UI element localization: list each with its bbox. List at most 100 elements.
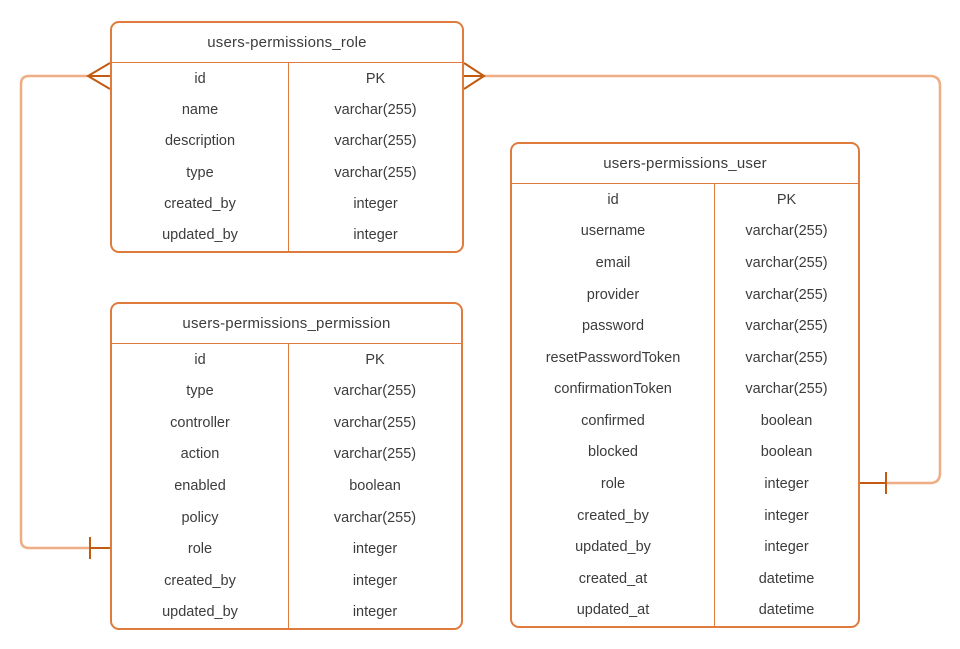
field-type-cell: varchar(255): [745, 381, 828, 398]
field-type-cell: varchar(255): [745, 254, 828, 271]
field-type-cell: varchar(255): [333, 509, 417, 526]
field-name-cell: created_at: [512, 562, 715, 595]
cardinality-one-icon: [89, 537, 111, 559]
field-type-cell: varchar(255): [334, 101, 417, 118]
field-name-cell: policy: [112, 501, 289, 534]
field-name-cell: confirmed: [512, 405, 715, 437]
table-row: confirmationToken varchar(255): [512, 373, 858, 406]
table-row: updated_by integer: [112, 596, 461, 629]
table-row: resetPasswordToken varchar(255): [512, 341, 858, 374]
field-type-cell: integer: [352, 572, 398, 589]
field-name-cell: updated_by: [112, 596, 289, 629]
field-type-cell: boolean: [760, 412, 813, 429]
field-name-cell: role: [112, 533, 289, 565]
field-type-cell: varchar(255): [334, 164, 417, 181]
field-name-cell: created_by: [112, 564, 289, 597]
field-name-cell: id: [112, 344, 289, 376]
field-type-cell: datetime: [758, 602, 815, 619]
field-name-cell: created_by: [112, 188, 289, 220]
connector-line: [19, 74, 90, 550]
table-users-permissions-permission[interactable]: users-permissions_permission id PK type var…: [110, 302, 463, 630]
table-row: created_at datetime: [512, 562, 858, 595]
field-type-cell: integer: [764, 539, 809, 556]
table-row: type varchar(255): [112, 375, 461, 408]
table-users-permissions-role[interactable]: users-permissions_role id PK name varchar(2…: [110, 21, 464, 253]
field-name-cell: username: [512, 215, 715, 248]
connector-line: [484, 74, 942, 485]
table-row: role integer: [112, 533, 461, 565]
field-name-cell: confirmationToken: [512, 373, 715, 406]
table-row: provider varchar(255): [512, 278, 858, 311]
table-row: name varchar(255): [112, 94, 462, 126]
table-row: created_by integer: [112, 564, 461, 597]
table-title: users-permissions_role: [112, 23, 462, 63]
relationship-role-permission[interactable]: [19, 62, 111, 559]
table-row: type varchar(255): [112, 156, 462, 189]
field-type-cell: boolean: [349, 478, 401, 495]
field-name-cell: role: [512, 468, 715, 500]
table-title: users-permissions_permission: [112, 304, 461, 344]
table-row: id PK: [112, 344, 461, 376]
field-type-cell: PK: [365, 351, 385, 368]
field-type-cell: integer: [352, 541, 398, 558]
field-type-cell: varchar(255): [745, 223, 828, 240]
field-name-cell: password: [512, 310, 715, 342]
table-row: id PK: [112, 63, 462, 95]
field-name-cell: email: [512, 247, 715, 279]
field-name-cell: updated_at: [512, 594, 715, 627]
table-row: updated_at datetime: [512, 594, 858, 627]
field-name-cell: description: [112, 125, 289, 157]
table-row: updated_by integer: [512, 531, 858, 563]
table-row: role integer: [512, 468, 858, 500]
cardinality-one-icon: [859, 472, 887, 494]
field-name-cell: updated_by: [512, 531, 715, 563]
table-row: email varchar(255): [512, 247, 858, 279]
table-row: updated_by integer: [112, 219, 462, 251]
crow-foot-many-icon: [463, 62, 486, 90]
field-type-cell: varchar(255): [745, 349, 828, 366]
table-row: policy varchar(255): [112, 501, 461, 534]
table-rows: id PK name varchar(255) description varchar(2…: [112, 63, 462, 251]
field-type-cell: integer: [764, 475, 809, 492]
table-row: description varchar(255): [112, 125, 462, 157]
field-type-cell: varchar(255): [334, 133, 417, 150]
field-name-cell: controller: [112, 407, 289, 439]
table-row: controller varchar(255): [112, 407, 461, 439]
field-name-cell: type: [112, 156, 289, 189]
field-type-cell: boolean: [760, 444, 813, 461]
field-type-cell: PK: [365, 70, 386, 87]
relationship-role-user[interactable]: [463, 62, 942, 494]
field-name-cell: updated_by: [112, 219, 289, 251]
table-row: username varchar(255): [512, 215, 858, 248]
table-row: action varchar(255): [112, 438, 461, 471]
table-row: created_by integer: [112, 188, 462, 220]
field-type-cell: varchar(255): [745, 286, 828, 303]
field-name-cell: provider: [512, 278, 715, 311]
table-rows: id PK type varchar(255) controller varchar(25…: [112, 344, 461, 629]
field-name-cell: resetPasswordToken: [512, 341, 715, 374]
field-name-cell: id: [112, 63, 289, 95]
field-name-cell: action: [112, 438, 289, 471]
table-title: users-permissions_user: [512, 144, 858, 184]
field-type-cell: integer: [353, 195, 398, 212]
field-name-cell: id: [512, 184, 715, 216]
field-type-cell: datetime: [758, 570, 815, 587]
field-type-cell: varchar(255): [745, 318, 828, 335]
field-name-cell: type: [112, 375, 289, 408]
field-name-cell: created_by: [512, 499, 715, 532]
field-type-cell: integer: [353, 227, 398, 244]
field-type-cell: varchar(255): [333, 383, 417, 400]
field-type-cell: integer: [352, 604, 398, 621]
field-name-cell: name: [112, 94, 289, 126]
field-type-cell: varchar(255): [333, 414, 417, 431]
field-type-cell: varchar(255): [333, 446, 417, 463]
table-row: confirmed boolean: [512, 405, 858, 437]
